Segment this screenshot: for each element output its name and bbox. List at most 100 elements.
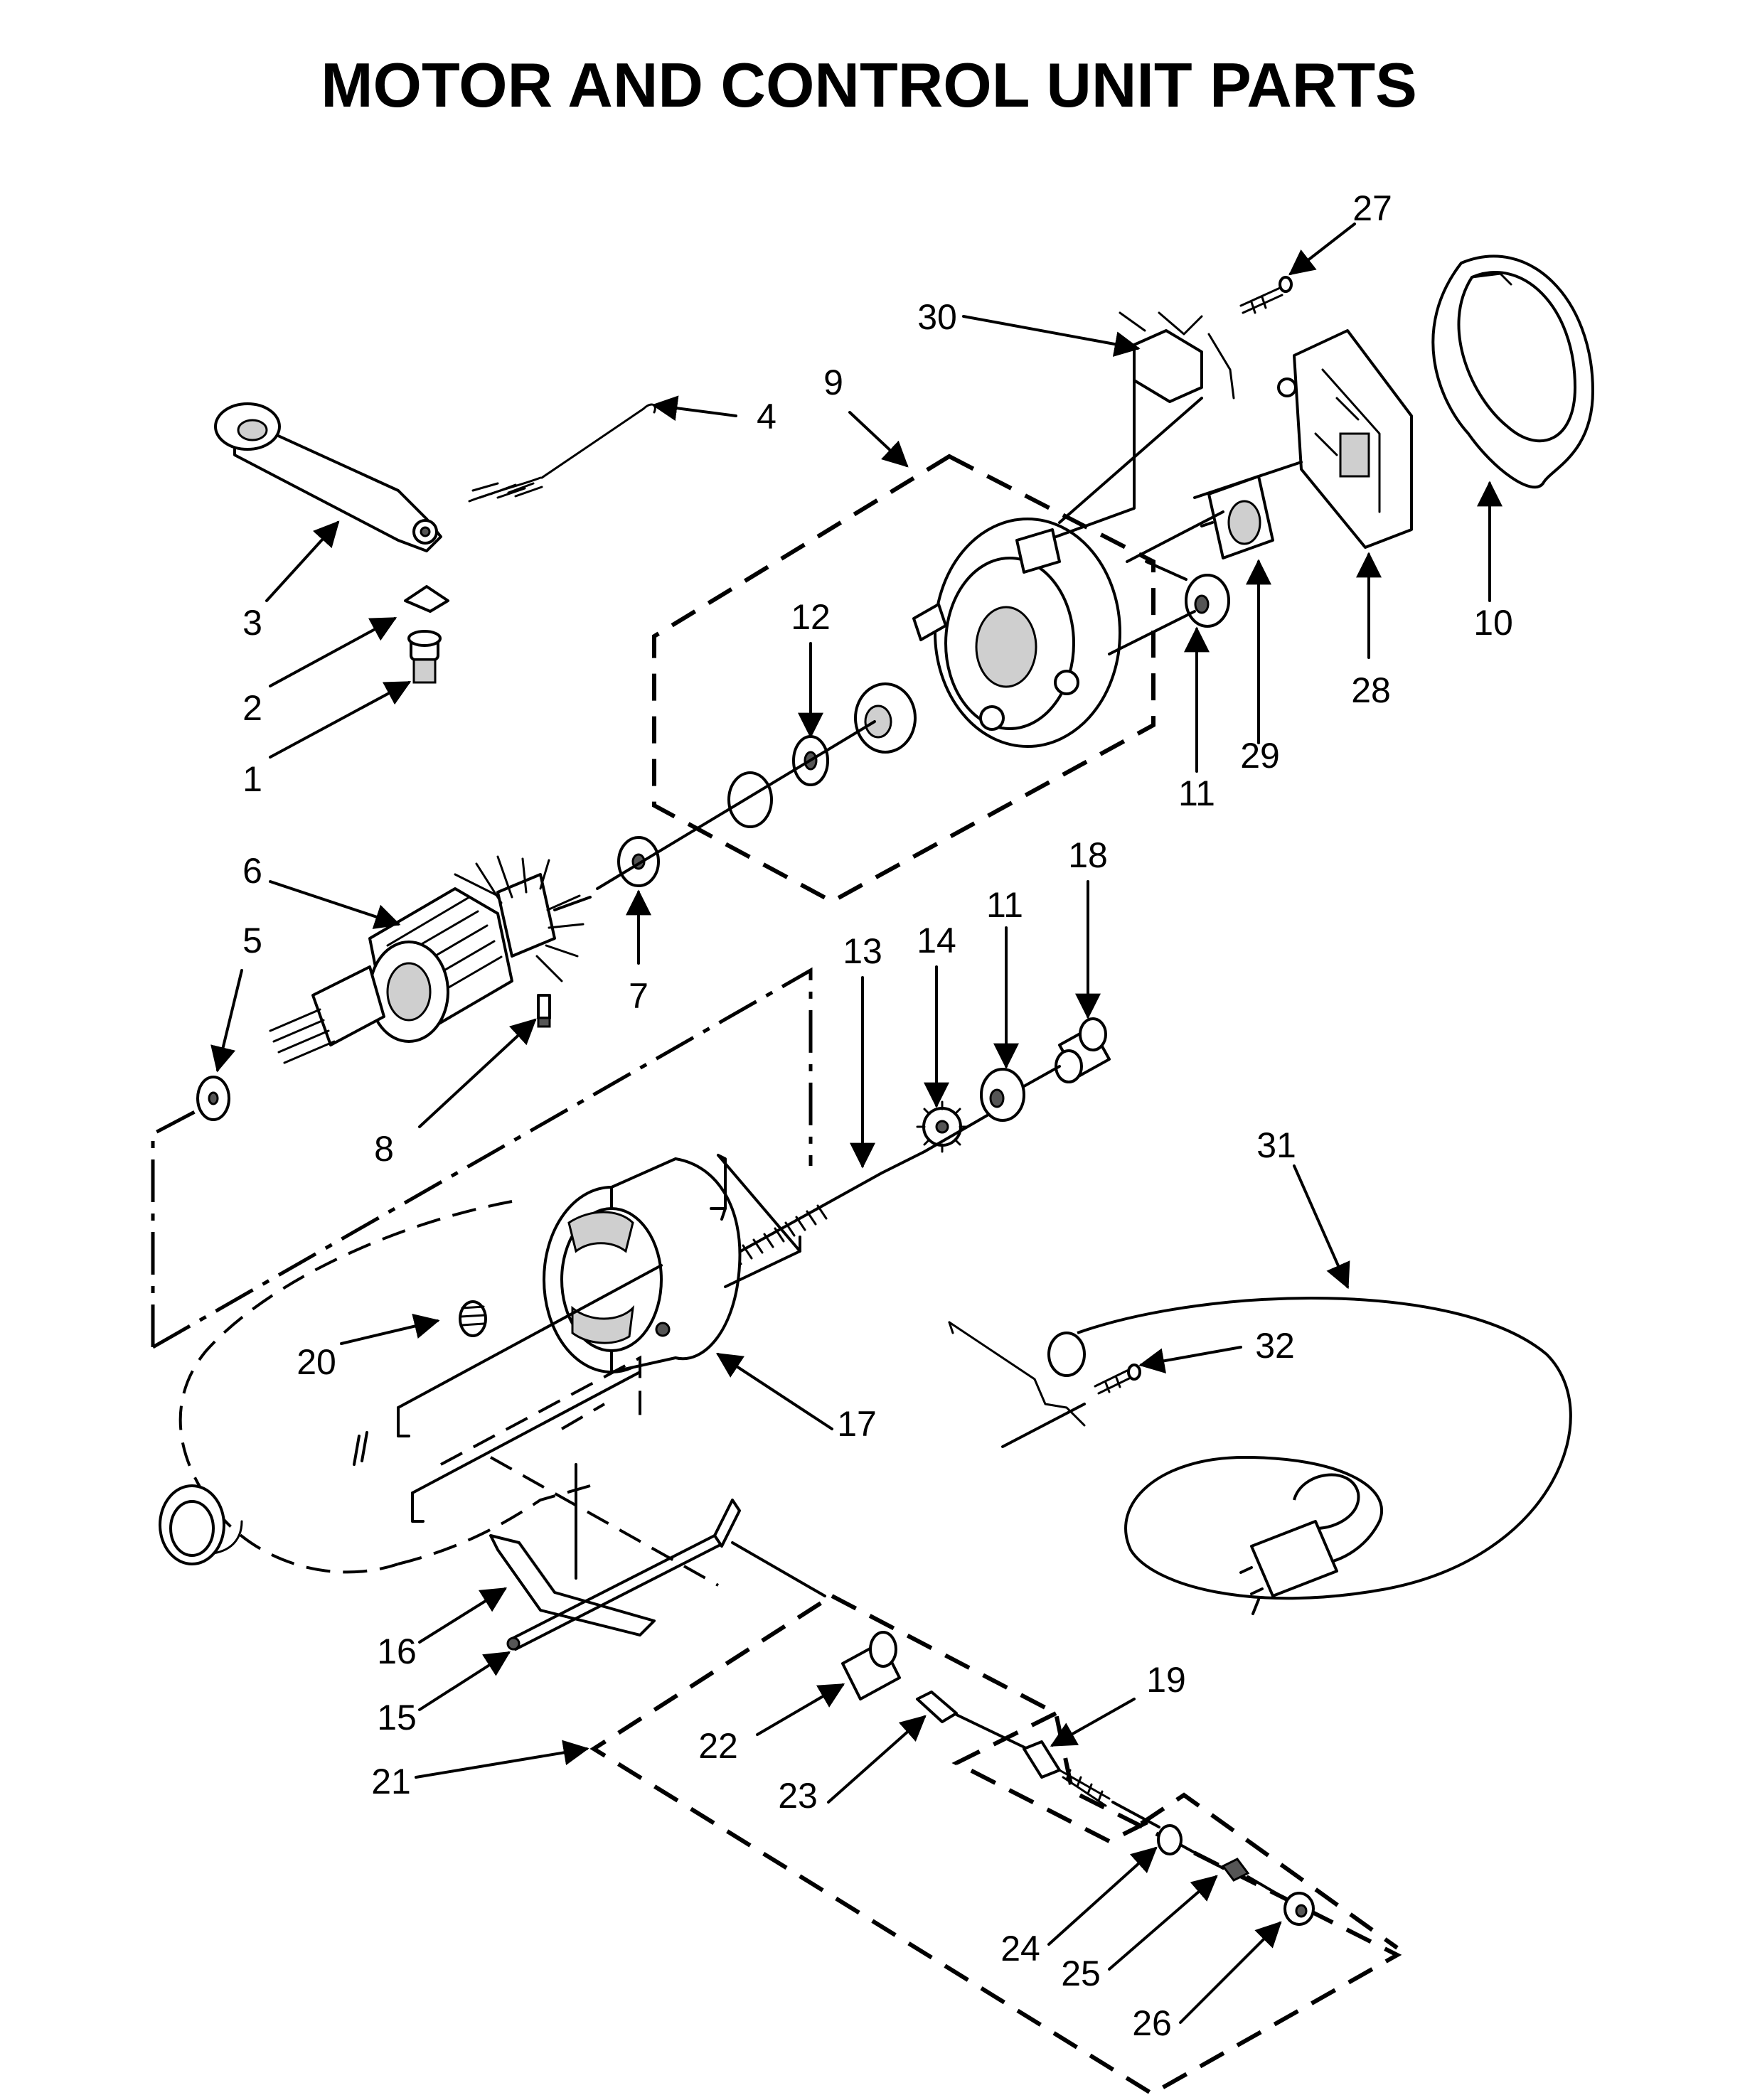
bushing-part-24: [1157, 1824, 1183, 1855]
callout-1: 1: [242, 759, 262, 799]
wire-lines: [1055, 368, 1136, 538]
star-washer-part: [916, 1100, 968, 1153]
motor-housing-phantom-lower: [397, 1484, 591, 1565]
callout-12: 12: [791, 597, 831, 637]
rod-axis-b: [923, 1113, 990, 1153]
gasket-ring-part: [1431, 255, 1594, 489]
wire-23: [955, 1713, 1029, 1750]
callout-32: 32: [1255, 1326, 1295, 1366]
axis-25: [1179, 1843, 1224, 1870]
group-outline-24-26: [1140, 1792, 1399, 1950]
nut-part-11a: [1185, 574, 1230, 628]
callout-19: 19: [1146, 1660, 1186, 1700]
lever-arm-part: [214, 402, 442, 552]
clamp-rod-line: [717, 1154, 801, 1253]
wire-line-d: [1126, 510, 1224, 563]
axis-24: [1111, 1801, 1160, 1828]
clamp-rod-lower: [397, 1264, 663, 1409]
clamp-rod-lower-b: [397, 1406, 410, 1437]
callout-15: 15: [377, 1698, 417, 1737]
callout-10: 10: [1473, 603, 1513, 643]
callout-21: 21: [371, 1762, 411, 1801]
group-outline-21: [589, 1593, 1402, 2096]
armature-part: [269, 855, 592, 1064]
callout-27: 27: [1352, 188, 1392, 228]
set-screw-part-25: [1221, 1858, 1250, 1882]
wire-line-b: [1058, 397, 1203, 524]
callout-24: 24: [1000, 1929, 1040, 1968]
screw-part-32: [1094, 1364, 1141, 1395]
clamp-rod-phantom-b: [560, 1403, 606, 1430]
rod-axis-c: [1023, 1065, 1061, 1088]
brush-spring-part-20: [459, 1300, 487, 1337]
page-title: MOTOR AND CONTROL UNIT PARTS: [321, 50, 1417, 120]
callout-23: 23: [778, 1776, 818, 1816]
motor-housing-phantom: [178, 1200, 513, 1574]
screw-part-27: [1239, 276, 1293, 314]
callout-31: 31: [1256, 1125, 1296, 1165]
end-bell-small-parts: [727, 682, 917, 828]
callout-2: 2: [242, 688, 262, 728]
clamp-rod-upper: [717, 1154, 727, 1221]
washer-part-2: [404, 585, 449, 613]
callout-9: 9: [823, 363, 843, 402]
strain-relief-part: [948, 1321, 1086, 1448]
bracket-part-16: [489, 1534, 656, 1636]
callout-4: 4: [757, 397, 776, 436]
nut-part-11b: [980, 1068, 1025, 1122]
sleeve-part: [1055, 1017, 1111, 1083]
end-bell-housing-part: [912, 518, 1121, 748]
guide-line-b: [490, 1456, 719, 1587]
callout-16: 16: [377, 1632, 417, 1671]
shaft-axis: [596, 720, 876, 890]
callout-29: 29: [1240, 736, 1280, 776]
group-outline-19: [951, 1711, 1153, 1844]
motor-housing-outline-top: [151, 967, 813, 1349]
callout-3: 3: [242, 603, 262, 643]
callout-7: 7: [629, 976, 649, 1016]
callout-11-lower: 11: [986, 885, 1023, 925]
spring-part: [468, 403, 656, 503]
callout-5: 5: [242, 921, 262, 960]
callout-13: 13: [843, 931, 882, 971]
group-outline-9: [652, 454, 1155, 904]
wire-line-f: [1145, 560, 1187, 581]
washer-5-hole: [208, 1091, 219, 1105]
sleeve-part-22: [841, 1631, 901, 1700]
callout-20: 20: [297, 1342, 336, 1382]
wire-line-c: [1193, 461, 1303, 499]
knob-part-26: [1283, 1892, 1315, 1926]
callout-26: 26: [1132, 2003, 1172, 2043]
callout-18: 18: [1068, 835, 1108, 875]
field-stator-part: [543, 1157, 742, 1373]
leader-arrows: [210, 223, 1503, 2024]
callout-28: 28: [1351, 670, 1391, 710]
power-cord-part: [1077, 1297, 1572, 1615]
threaded-pin-part-19: [1023, 1740, 1111, 1807]
callout-14: 14: [917, 921, 956, 960]
switch-part: [1200, 475, 1274, 559]
callout-22: 22: [698, 1726, 738, 1766]
speed-rod-part: [506, 1499, 741, 1651]
callout-labels: 3 2 1 4 5 6 7 8 9 10 11 11 12 13 14 15 1…: [242, 188, 1513, 2043]
clamp-rod-right: [724, 1236, 801, 1288]
callout-11-upper: 11: [1178, 773, 1215, 813]
clamp-rod-phantom: [440, 1355, 641, 1466]
callout-6: 6: [242, 851, 262, 891]
threaded-rod-part: [724, 1150, 926, 1265]
callout-8: 8: [374, 1129, 394, 1169]
set-screw-part-8: [537, 994, 551, 1028]
callout-17: 17: [837, 1404, 877, 1444]
clamp-rod-lower-c: [411, 1371, 641, 1494]
clamp-rod-lower-d: [411, 1491, 425, 1523]
control-board-part: [1277, 329, 1413, 549]
motor-end-cap: [159, 1431, 368, 1565]
guide-line-c: [731, 1541, 826, 1597]
axis-26: [1247, 1875, 1288, 1901]
callout-30: 30: [917, 297, 957, 337]
callout-25: 25: [1061, 1954, 1101, 1993]
wire-line-e: [1108, 610, 1196, 655]
capacitor-part: [1119, 311, 1235, 403]
screw-part-1: [407, 630, 442, 684]
